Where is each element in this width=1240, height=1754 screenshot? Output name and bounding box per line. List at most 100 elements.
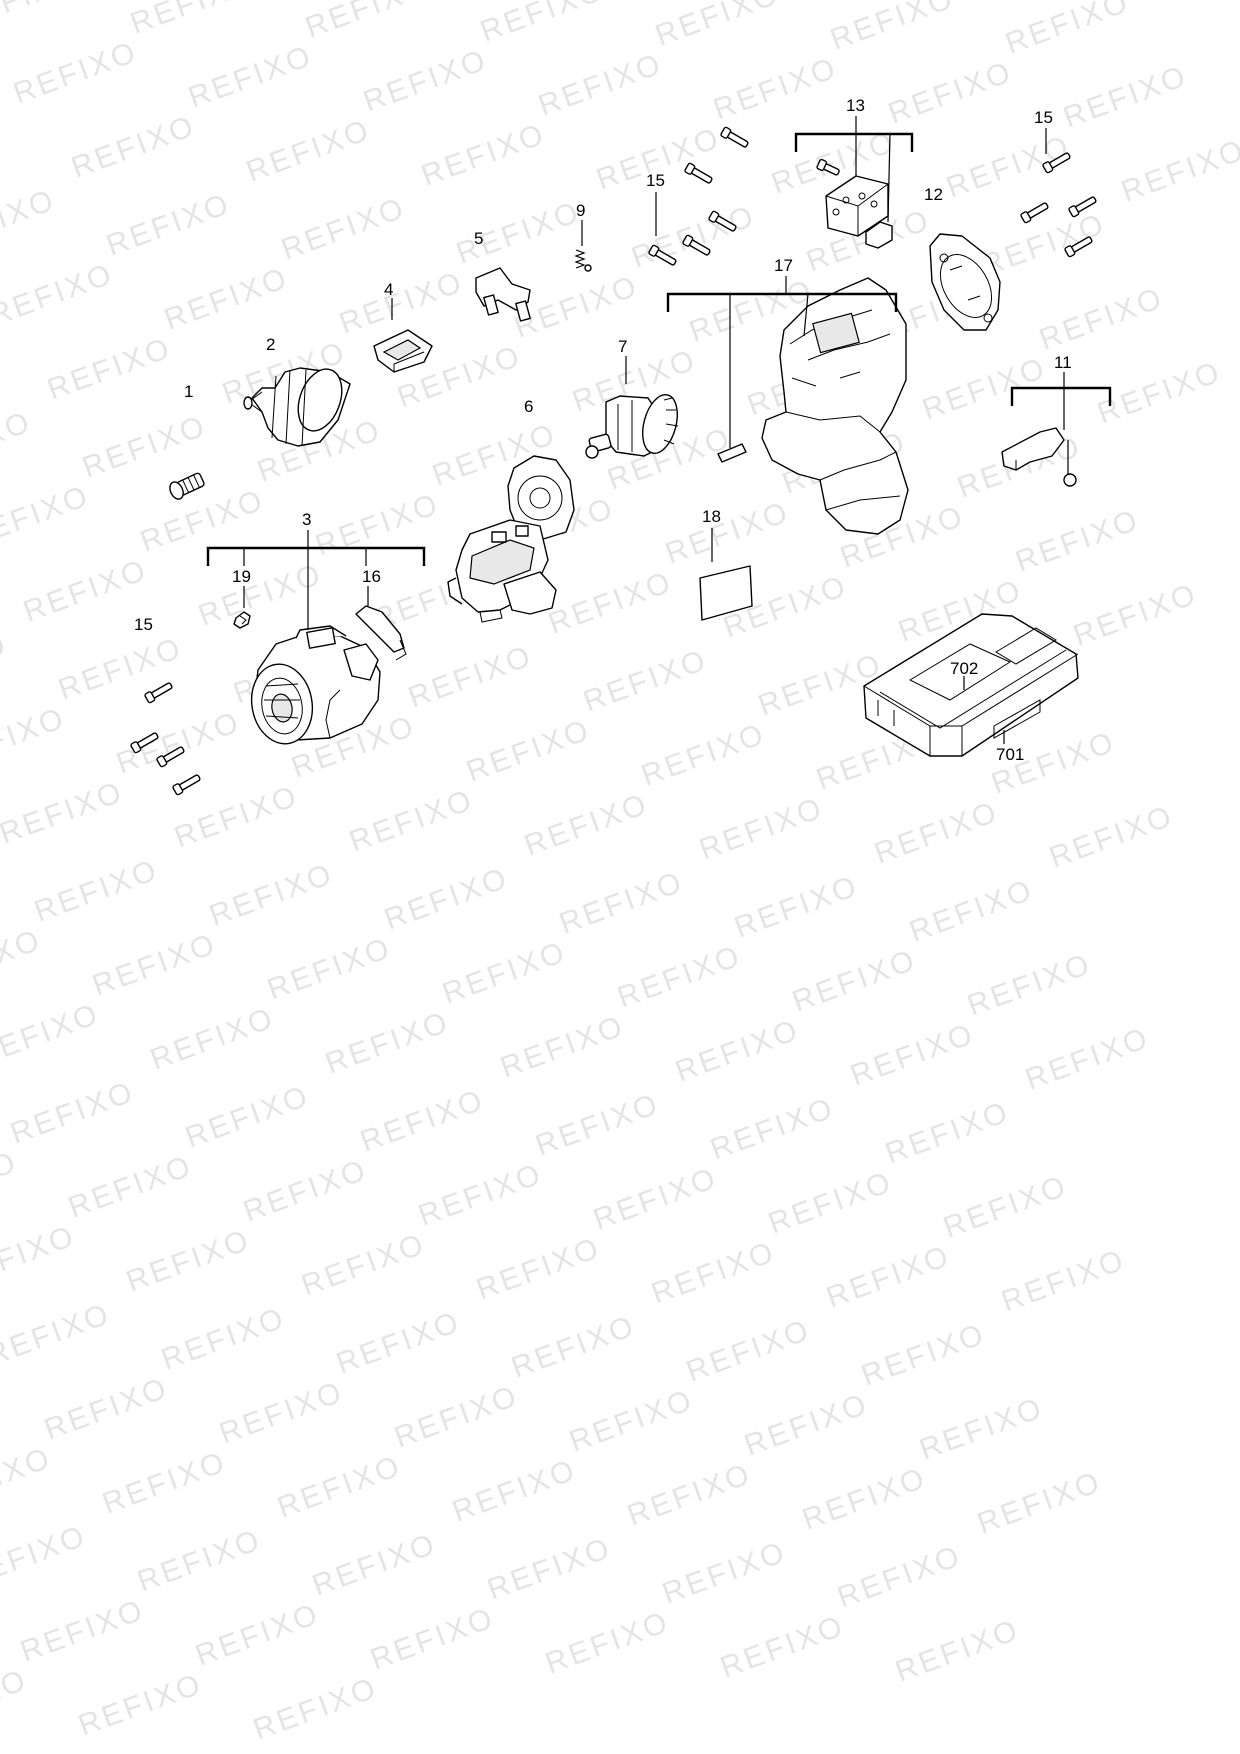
watermark-text: REFIXO xyxy=(184,39,317,114)
watermark-text: REFIXO xyxy=(658,1535,791,1610)
watermark-text: REFIXO xyxy=(122,1223,255,1298)
watermark-text: REFIXO xyxy=(1069,577,1202,652)
watermark-text: REFIXO xyxy=(0,701,70,776)
watermark-text: REFIXO xyxy=(160,261,293,336)
watermark-text: REFIXO xyxy=(452,195,585,270)
watermark-text: REFIXO xyxy=(417,117,550,192)
watermark-text: REFIXO xyxy=(448,1453,581,1528)
part-9-spring xyxy=(574,249,592,272)
watermark-text: REFIXO xyxy=(788,943,921,1018)
part-2-keyless-chuck xyxy=(243,367,351,447)
watermark-text: REFIXO xyxy=(133,1523,266,1598)
watermark-text: REFIXO xyxy=(627,199,760,274)
part-7-motor xyxy=(585,394,679,459)
watermark-text: REFIXO xyxy=(359,43,492,118)
watermark-text: REFIXO xyxy=(682,1313,815,1388)
watermark-text: REFIXO xyxy=(277,191,410,266)
watermark-text: REFIXO xyxy=(870,795,1003,870)
part-17-housing xyxy=(761,277,909,535)
watermark-text: REFIXO xyxy=(1001,0,1134,61)
watermark-text: REFIXO xyxy=(476,0,609,49)
watermark-text: REFIXO xyxy=(651,0,784,53)
watermark-text: REFIXO xyxy=(973,1465,1106,1540)
watermark-text: REFIXO xyxy=(0,1663,32,1738)
watermark-text: REFIXO xyxy=(335,265,468,340)
part-16-clip xyxy=(355,605,407,661)
watermark-text: REFIXO xyxy=(0,0,84,37)
callout-19: 19 xyxy=(232,567,251,586)
watermark-text: REFIXO xyxy=(30,853,163,928)
watermark-text: REFIXO xyxy=(764,1165,897,1240)
watermark-text: REFIXO xyxy=(884,55,1017,130)
watermark-text: REFIXO xyxy=(822,1239,955,1314)
watermark-text: REFIXO xyxy=(541,1605,674,1680)
part-19-small-clip xyxy=(233,611,251,629)
watermark-text: REFIXO xyxy=(997,1243,1130,1318)
watermark-text: REFIXO xyxy=(0,1519,91,1594)
watermark-text: REFIXO xyxy=(565,1383,698,1458)
callout-labels: 1 2 3 4 5 6 7 9 11 12 13 15 15 15 16 17 … xyxy=(134,96,1072,764)
watermark-text: REFIXO xyxy=(1011,503,1144,578)
part-15-screws-right xyxy=(1020,152,1097,258)
watermark-text: REFIXO xyxy=(613,939,746,1014)
watermark-text: REFIXO xyxy=(507,1309,640,1384)
watermark-text: REFIXO xyxy=(380,861,513,936)
watermark-text: REFIXO xyxy=(857,1317,990,1392)
watermark-text: REFIXO xyxy=(332,1305,465,1380)
leader-lines xyxy=(206,116,1112,744)
watermark-text: REFIXO xyxy=(1045,799,1178,874)
callout-13: 13 xyxy=(846,96,865,115)
watermark-text: REFIXO xyxy=(301,0,434,45)
watermark-text: REFIXO xyxy=(531,1087,664,1162)
watermark-text: REFIXO xyxy=(404,639,537,714)
part-12-flange-plate xyxy=(929,233,1001,331)
callout-1: 1 xyxy=(184,382,193,401)
part-13-terminal-block xyxy=(816,158,893,249)
watermark-text: REFIXO xyxy=(414,1157,547,1232)
watermark-text: REFIXO xyxy=(555,865,688,940)
watermark-text: REFIXO xyxy=(709,51,842,126)
callout-3: 3 xyxy=(302,510,311,529)
watermark-text: REFIXO xyxy=(438,935,571,1010)
watermark-text: REFIXO xyxy=(483,1531,616,1606)
part-15-screws-left xyxy=(130,682,201,796)
watermark-text: REFIXO xyxy=(472,1231,605,1306)
watermark-text: REFIXO xyxy=(205,857,338,932)
watermark-text: REFIXO xyxy=(390,1379,523,1454)
watermark-text: REFIXO xyxy=(64,1149,197,1224)
watermark-text: REFIXO xyxy=(356,1083,489,1158)
watermark-text: REFIXO xyxy=(534,47,667,122)
watermark-text: REFIXO xyxy=(239,1153,372,1228)
watermark-text: REFIXO xyxy=(0,405,36,480)
watermark-text: REFIXO xyxy=(1021,1021,1154,1096)
watermark-text: REFIXO xyxy=(146,1001,279,1076)
callout-702: 702 xyxy=(950,659,978,678)
watermark-text: REFIXO xyxy=(194,557,327,632)
part-18-label xyxy=(699,565,753,621)
part-4-switch-cover xyxy=(373,329,433,373)
watermark-text: REFIXO xyxy=(905,873,1038,948)
callout-18: 18 xyxy=(702,507,721,526)
watermark-text: REFIXO xyxy=(9,35,142,110)
watermark-text: REFIXO xyxy=(579,643,712,718)
watermark-text: REFIXO xyxy=(0,479,94,554)
watermark-text: REFIXO xyxy=(74,1667,207,1742)
callout-15-top: 15 xyxy=(646,171,665,190)
watermark-text: REFIXO xyxy=(88,927,221,1002)
watermark-text: REFIXO xyxy=(623,1457,756,1532)
callout-9: 9 xyxy=(576,201,585,220)
watermark-text: REFIXO xyxy=(345,783,478,858)
watermark-text: REFIXO xyxy=(321,1005,454,1080)
watermark-text: REFIXO xyxy=(0,997,104,1072)
watermark-text: REFIXO xyxy=(0,1145,22,1220)
watermark-text: REFIXO xyxy=(510,269,643,344)
watermark-text: REFIXO xyxy=(0,775,128,850)
watermark-text: REFIXO xyxy=(695,791,828,866)
watermark-text: REFIXO xyxy=(40,1371,173,1446)
part-15-screws-top xyxy=(648,126,749,266)
callout-5: 5 xyxy=(474,229,483,248)
watermark-text: REFIXO xyxy=(170,779,303,854)
watermark-text: REFIXO xyxy=(181,1079,314,1154)
callout-12: 12 xyxy=(924,185,943,204)
